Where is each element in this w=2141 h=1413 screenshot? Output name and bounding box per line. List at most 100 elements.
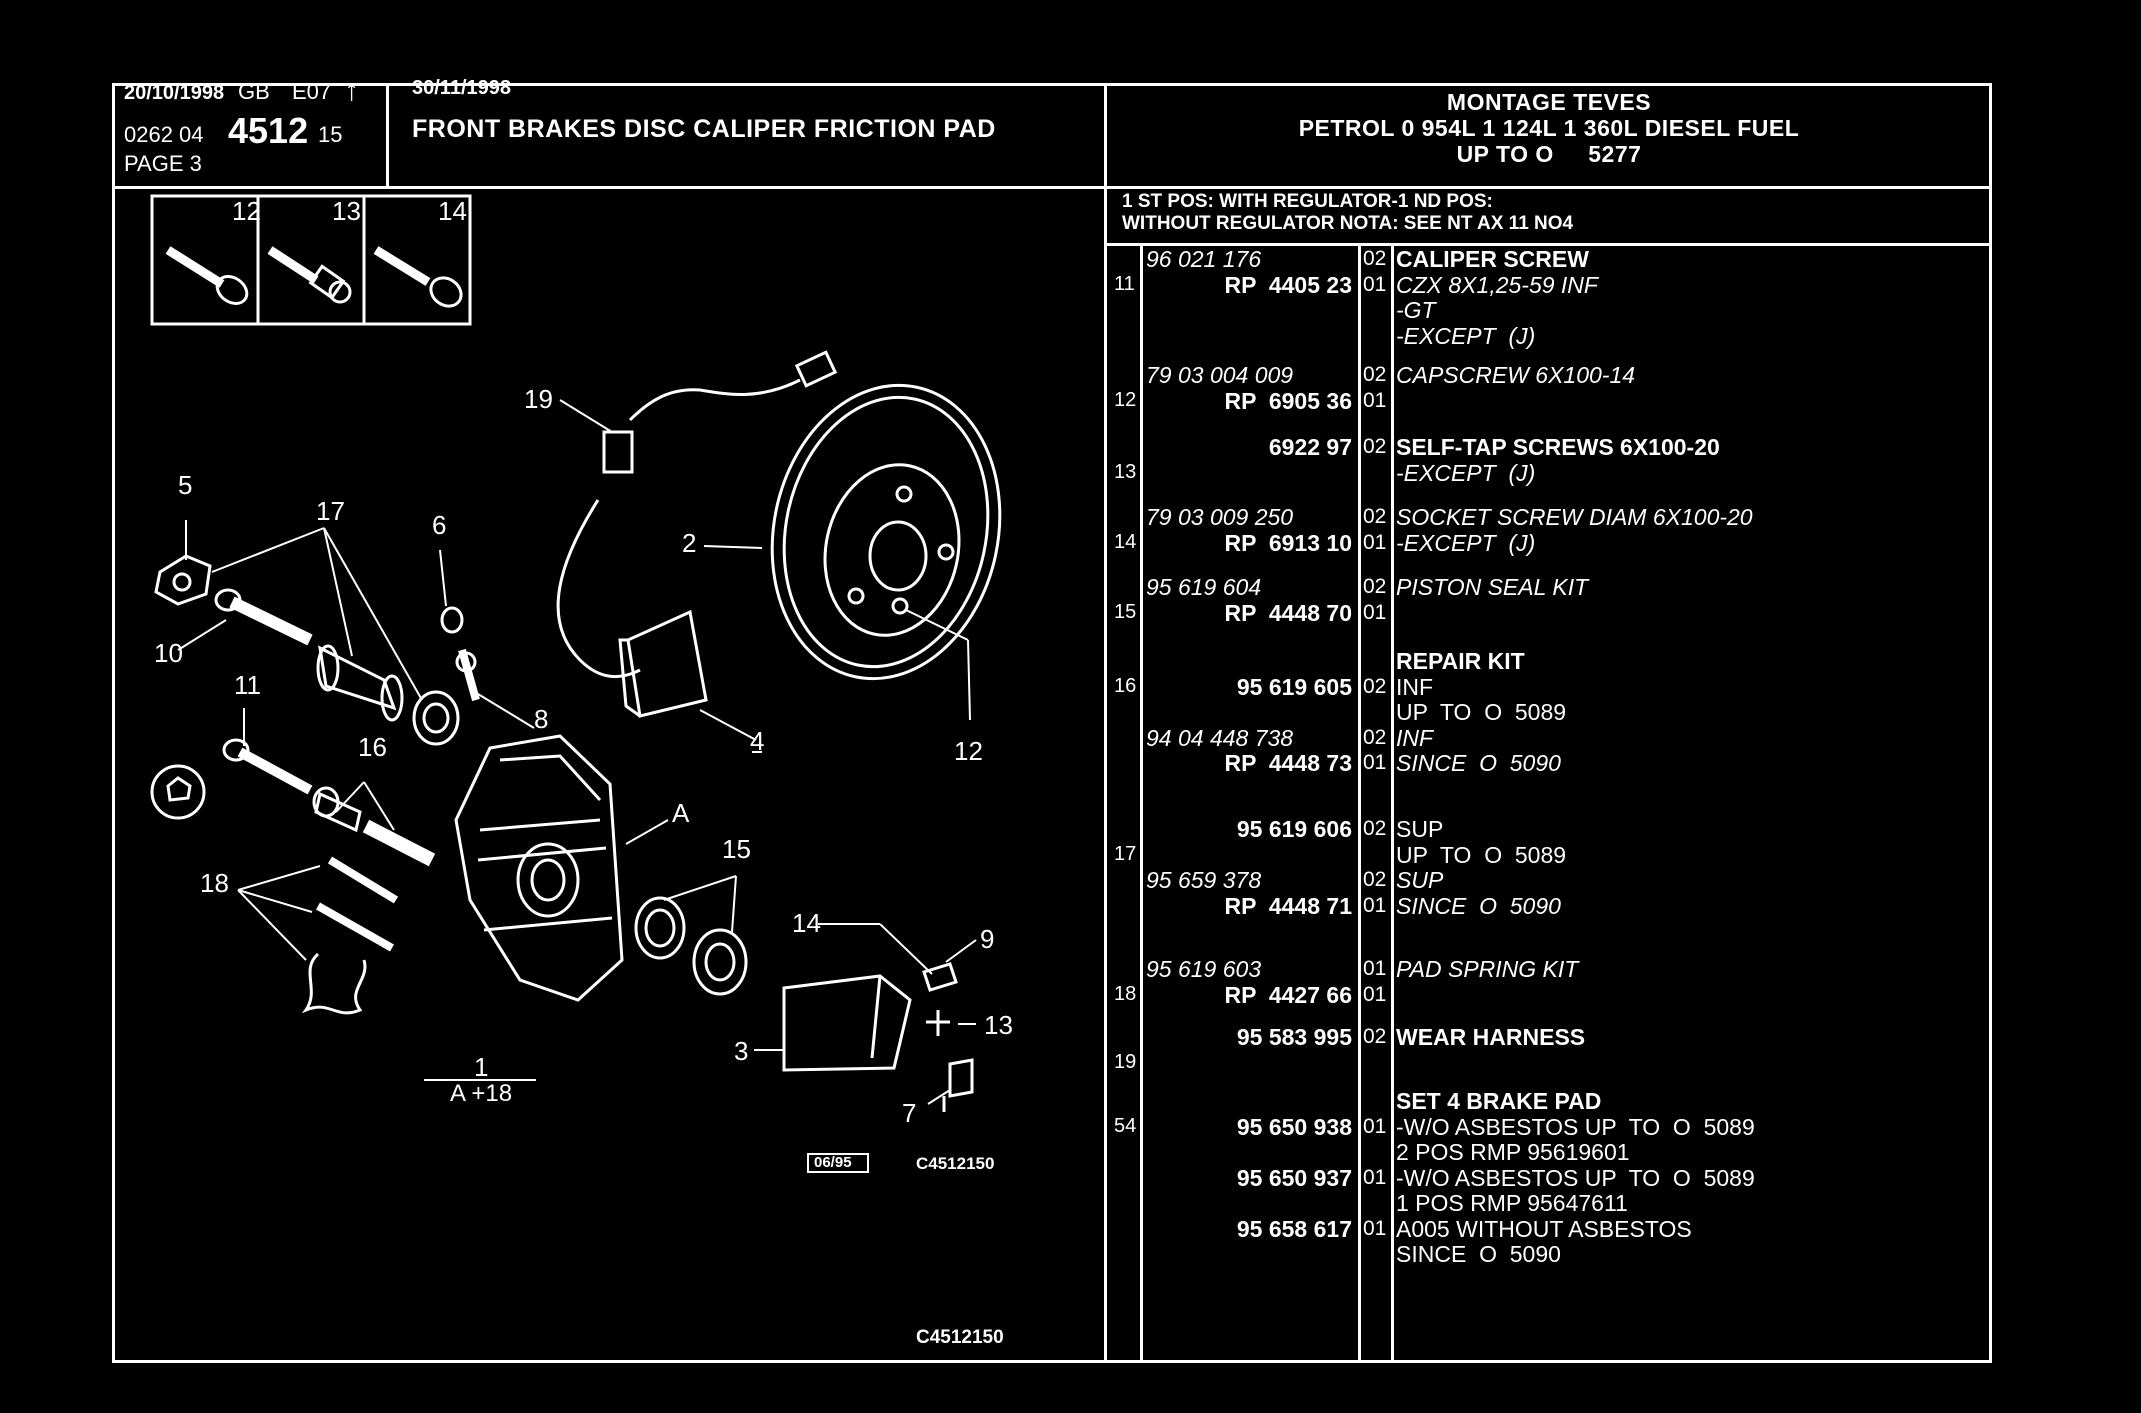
callout-label: 10 (154, 638, 183, 668)
doc-number: 4512 (228, 110, 309, 151)
note-line2: WITHOUT REGULATOR NOTA: SEE NT AX 11 NO4 (1122, 213, 1574, 234)
part-qty: 02 (1363, 1025, 1387, 1048)
part-number: 96 021 176 (1146, 246, 1262, 272)
leader-lines (177, 399, 977, 1105)
header-rule-right (1104, 186, 1992, 189)
part-description: SUP (1396, 867, 1444, 893)
callout-label: 14 (792, 908, 821, 938)
part-description: -W/O ASBESTOS UP TO O 5089 (1396, 1164, 1755, 1191)
divider-header (386, 83, 389, 187)
exploded-diagram (150, 194, 1002, 1173)
pad-spring-kit-drawing (301, 856, 399, 1015)
part-description: -EXCEPT (J) (1396, 459, 1536, 486)
part-description: SINCE O 5090 (1396, 1241, 1561, 1267)
part-number: 79 03 009 250 (1146, 504, 1294, 530)
part-number: RP 4427 66 (1224, 981, 1352, 1008)
stamp-box (807, 1153, 869, 1173)
part-ref: 14 (1114, 530, 1137, 553)
header-rule-left (112, 186, 1106, 189)
doc-suffix: 15 (318, 122, 343, 147)
part-number: 95 619 606 (1236, 816, 1352, 842)
part-qty: 01 (1363, 1165, 1387, 1189)
part-ref: 11 (1114, 272, 1135, 295)
socket-screw-icon (373, 246, 463, 308)
part-qty: 01 (1363, 982, 1387, 1006)
page-label: PAGE 3 (124, 151, 202, 176)
part-ref: 18 (1114, 982, 1137, 1005)
part-number: RP 4448 70 (1224, 599, 1352, 626)
capscrew-icon (165, 246, 249, 305)
part-ref: 54 (1114, 1114, 1137, 1137)
part-qty: 01 (1363, 272, 1387, 296)
part-qty: 01 (1363, 1114, 1387, 1138)
part-ref: 17 (1114, 842, 1137, 865)
part-qty: 01 (1363, 530, 1387, 554)
screw-inset-boxes (150, 194, 472, 326)
part-ref: 16 (1114, 674, 1137, 697)
callout-label: A (672, 798, 690, 828)
callout-label: 13 (332, 196, 361, 226)
callout-label: 1 (474, 1052, 489, 1082)
callout-label: 13 (984, 1010, 1013, 1040)
part-number: 95 619 603 (1146, 956, 1262, 982)
part-number: RP 4405 23 (1224, 271, 1352, 298)
part-number: RP 6913 10 (1224, 529, 1352, 556)
callout-label: 11 (234, 670, 261, 700)
rh-line2: PETROL 0 954L 1 124L 1 360L DIESEL FUEL (1298, 115, 1800, 141)
self-tap-screw-icon (267, 246, 352, 304)
part-description: SOCKET SCREW DIAM 6X100-20 (1396, 504, 1753, 530)
part-qty: 02 (1363, 868, 1387, 891)
part-qty: 01 (1363, 388, 1387, 412)
part-description: -W/O ASBESTOS UP TO O 5089 (1396, 1113, 1755, 1140)
part-description: -GT (1396, 297, 1436, 323)
part-description: CALIPER SCREW (1396, 246, 1589, 272)
part-description: -EXCEPT (J) (1396, 322, 1536, 349)
callout-label: 15 (722, 834, 751, 864)
rh-line1: MONTAGE TEVES (1446, 89, 1652, 115)
callout-label: 8 (534, 704, 549, 734)
note-line1: 1 ST POS: WITH REGULATOR-1 ND POS: (1122, 191, 1493, 212)
part-description: INF (1396, 673, 1434, 700)
part-qty: 02 (1363, 575, 1387, 598)
page-title: FRONT BRAKES DISC CALIPER FRICTION PAD (412, 115, 996, 143)
part-number: 95 650 937 (1236, 1164, 1352, 1191)
part-description: UP TO O 5089 (1396, 699, 1567, 725)
part-number: 95 619 605 (1236, 673, 1352, 700)
part-ref: 15 (1114, 600, 1137, 623)
brake-pad-upper-drawing (618, 609, 708, 718)
title-date: 30/11/1998 (412, 77, 511, 99)
doc-prefix: 0262 04 (124, 122, 204, 147)
part-description: -EXCEPT (J) (1396, 529, 1536, 556)
col-qty-rule-a (1358, 243, 1361, 1361)
part-description: INF (1396, 724, 1434, 751)
part-number: 95 658 617 (1236, 1215, 1352, 1242)
part-description: 2 POS RMP 95619601 (1396, 1139, 1630, 1165)
part-number: RP 4448 71 (1224, 892, 1352, 919)
part-description: REPAIR KIT (1396, 648, 1525, 674)
part-description: 1 POS RMP 95647611 (1396, 1190, 1628, 1216)
part-description: PAD SPRING KIT (1396, 956, 1579, 982)
col-ref-rule (1140, 243, 1143, 1361)
callout-label: 4 (750, 726, 765, 756)
callout-label: 12 (954, 736, 983, 766)
part-qty: 02 (1363, 363, 1387, 386)
diagram-ref-small: C4512150 (916, 1154, 995, 1173)
brake-pad-lower-drawing (782, 974, 912, 1072)
clip-hardware-drawing (922, 962, 974, 1112)
part-number: 95 619 604 (1146, 574, 1262, 600)
part-qty: 02 (1363, 505, 1387, 528)
part-number: 79 03 004 009 (1146, 362, 1294, 388)
stamp-label: 06/95 (814, 1154, 852, 1171)
header-lang: GB (238, 79, 270, 104)
part-number: RP 6905 36 (1224, 387, 1352, 414)
part-number: 95 583 995 (1236, 1024, 1352, 1050)
brake-disc-drawing (770, 383, 1002, 681)
wear-harness-drawing (556, 350, 838, 679)
callout-label: 12 (232, 196, 261, 226)
part-description: PISTON SEAL KIT (1396, 574, 1589, 600)
guide-pin-lower-drawing (150, 738, 436, 867)
header-date: 20/10/1998 (124, 82, 225, 104)
part-ref: 12 (1114, 388, 1137, 411)
part-description: A005 WITHOUT ASBESTOS (1396, 1215, 1692, 1242)
callout-label: A +18 (450, 1080, 513, 1107)
